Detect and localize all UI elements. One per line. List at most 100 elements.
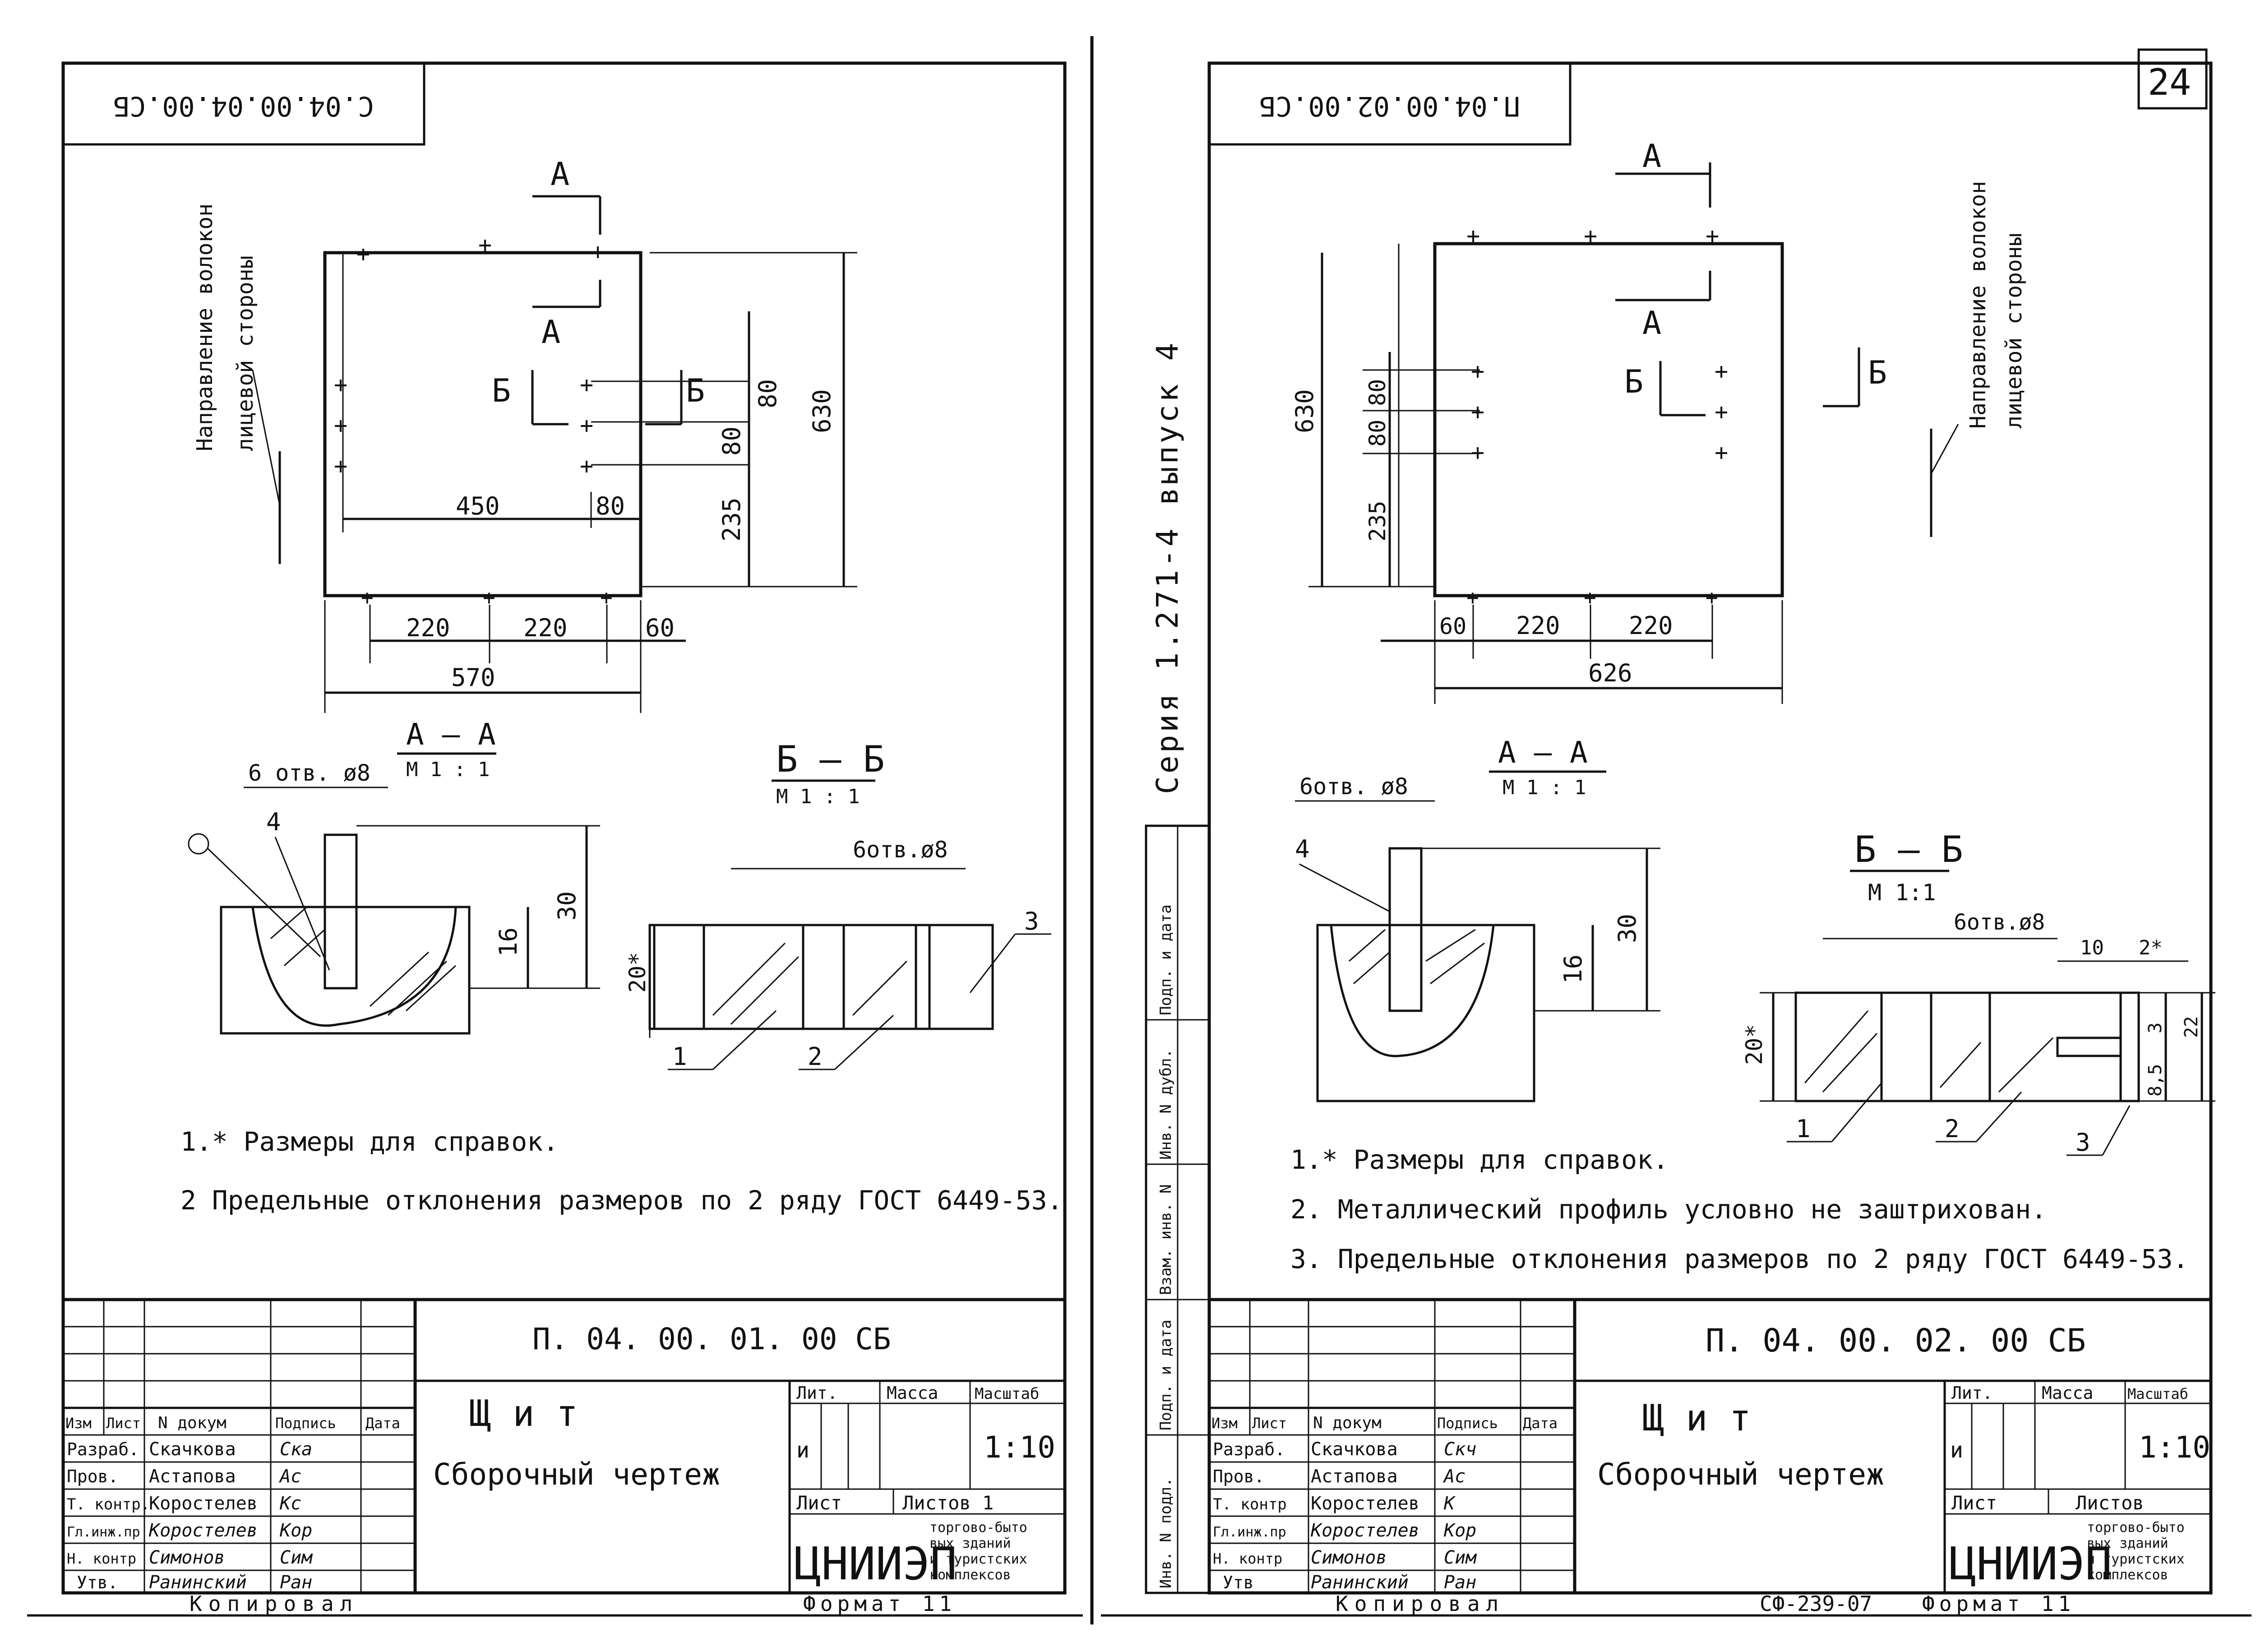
left-row-6-sign: Ран <box>280 1572 312 1593</box>
left-row-2-role: Пров. <box>67 1467 118 1486</box>
left-row-5-sign: Сим <box>280 1547 313 1568</box>
right-lit-value: и <box>1950 1438 1963 1463</box>
right-sheet-number-box <box>2137 48 2208 110</box>
left-dim-80a: 80 <box>754 379 782 408</box>
right-title-1: Щ и т <box>1642 1397 1751 1439</box>
right-row-5-role: Н. контр <box>1213 1550 1282 1567</box>
left-org-desc-4: комплексов <box>929 1567 1011 1583</box>
left-lit-label: Лит. <box>796 1383 838 1403</box>
right-dim-60: 60 <box>1439 613 1466 639</box>
left-fiber-label-1: Направление волокон <box>192 204 217 451</box>
left-hdr-list: Лист <box>106 1415 141 1432</box>
right-section-a-mid: А <box>1642 305 1661 342</box>
left-fiber-label-2: лицевой стороны <box>233 256 258 451</box>
left-row-2-sign: Ас <box>278 1466 301 1487</box>
right-row-2-sign: Ас <box>1442 1466 1465 1487</box>
right-row-1-sign: Скч <box>1444 1439 1476 1460</box>
left-top-stamp <box>62 62 425 146</box>
right-bb-d85: 8,5 <box>2145 1064 2166 1097</box>
right-hdr-data: Дата <box>1523 1415 1558 1432</box>
right-bottom-holes: +++ <box>1466 585 1718 610</box>
left-aa-scale: М 1 : 1 <box>406 758 490 781</box>
left-bb-pos3: 3 <box>1024 907 1039 935</box>
left-row-3-name: Коростелев <box>149 1493 258 1514</box>
left-hdr-izm: Изм <box>65 1415 92 1432</box>
right-org-desc-4: комплексов <box>2087 1567 2168 1583</box>
left-section-a-top: А <box>550 156 569 193</box>
left-lit-value: и <box>796 1438 809 1463</box>
left-dim-570: 570 <box>451 663 495 692</box>
svg-text:+: + <box>1471 399 1484 425</box>
left-row-4-sign: Кор <box>279 1520 312 1541</box>
left-format: Формат 11 <box>803 1592 956 1616</box>
left-title-1: Щ и т <box>469 1393 578 1435</box>
left-section-b-1: Б <box>492 372 511 409</box>
left-holes: +++ +++ +++ <box>334 232 605 479</box>
left-dim-235: 235 <box>717 497 746 541</box>
right-hdr-ndok: N докум <box>1313 1414 1382 1432</box>
right-row-4-name: Коростелев <box>1310 1520 1419 1541</box>
left-org-desc-3: и туристских <box>929 1551 1027 1567</box>
left-row-6-name: Ранинский <box>149 1572 247 1593</box>
left-org-desc-1: торгово-быто <box>929 1520 1027 1536</box>
right-aa-d30: 30 <box>1613 914 1641 943</box>
svg-text:+: + <box>361 585 374 610</box>
left-aa-holes: 6 отв. ø8 <box>248 760 370 786</box>
right-fiber-label-2: лицевой стороны <box>2002 233 2027 429</box>
right-org: ЦНИИЭП <box>1949 1537 2112 1590</box>
right-bb-pos3: 3 <box>2076 1128 2090 1157</box>
right-aa-holes: 6отв. ø8 <box>1299 773 1408 800</box>
left-section-b-2: Б <box>686 372 705 409</box>
left-aa-d30: 30 <box>553 891 581 921</box>
left-row-6-role: Утв. <box>77 1573 118 1592</box>
right-row-1-name: Скачкова <box>1311 1439 1398 1460</box>
right-top-stamp <box>1208 62 1572 146</box>
left-aa-screw <box>324 833 358 990</box>
svg-text:+: + <box>591 239 605 265</box>
left-frame <box>61 61 1067 1595</box>
right-dim-220a: 220 <box>1516 611 1560 640</box>
right-row-3-role: Т. контр <box>1213 1495 1287 1513</box>
svg-text:+: + <box>1706 223 1719 249</box>
right-bb-d22: 22 <box>2181 1016 2202 1038</box>
svg-text:+: + <box>580 412 593 439</box>
svg-text:+: + <box>580 453 593 479</box>
left-sheets-label: Листов 1 <box>902 1492 994 1514</box>
right-side-2: Подп. и дата <box>1157 1319 1175 1430</box>
left-scale-label: Масштаб <box>975 1385 1039 1403</box>
left-sheet: С.04.00.04.00.СБ Направление волокон лиц… <box>27 36 1094 1624</box>
left-hdr-ndok: N докум <box>158 1414 227 1432</box>
right-title-block <box>1209 1298 2211 1593</box>
right-note-3: 3. Предельные отклонения размеров по 2 р… <box>1290 1244 2188 1274</box>
left-org: ЦНИИЭП <box>794 1537 957 1590</box>
right-title-2: Сборочный чертеж <box>1597 1457 1884 1492</box>
svg-text:+: + <box>1715 440 1728 466</box>
right-dim-80b: 80 <box>1364 420 1391 447</box>
left-bb-d20: 20* <box>624 952 651 993</box>
svg-text:+: + <box>334 453 347 479</box>
left-dim-220b: 220 <box>523 614 568 642</box>
right-row-5-name: Симонов <box>1311 1547 1387 1568</box>
left-title-2: Сборочный чертеж <box>433 1457 720 1492</box>
right-bb-body <box>1794 991 2122 1102</box>
right-stamp-code: П.04.00.02.00.СБ <box>1259 90 1520 122</box>
left-row-4-role: Гл.инж.пр <box>67 1524 140 1540</box>
left-bb-body <box>648 924 931 1030</box>
right-section-b-2: Б <box>1868 354 1887 391</box>
right-code-bottom: СФ-239-07 <box>1760 1592 1872 1616</box>
left-aa-d16: 16 <box>494 927 522 957</box>
left-bb-scale: М 1 : 1 <box>776 785 860 808</box>
right-lit-label: Лит. <box>1951 1383 1993 1403</box>
right-copied: Копировал <box>1336 1592 1505 1616</box>
left-dim-220a: 220 <box>406 614 450 642</box>
right-hdr-izm: Изм <box>1211 1415 1238 1432</box>
svg-text:+: + <box>1715 358 1728 384</box>
right-format: Формат 11 <box>1922 1592 2075 1616</box>
left-org-desc-2: вых зданий <box>929 1536 1011 1551</box>
right-row-6-role: Утв <box>1223 1573 1254 1592</box>
right-bb-pos2: 2 <box>1945 1115 1960 1143</box>
right-side-1: Инв. N подл. <box>1157 1477 1175 1588</box>
left-dim-630: 630 <box>808 389 836 433</box>
right-note-1: 1.* Размеры для справок. <box>1290 1144 1669 1175</box>
left-row-1-name: Скачкова <box>149 1439 236 1460</box>
